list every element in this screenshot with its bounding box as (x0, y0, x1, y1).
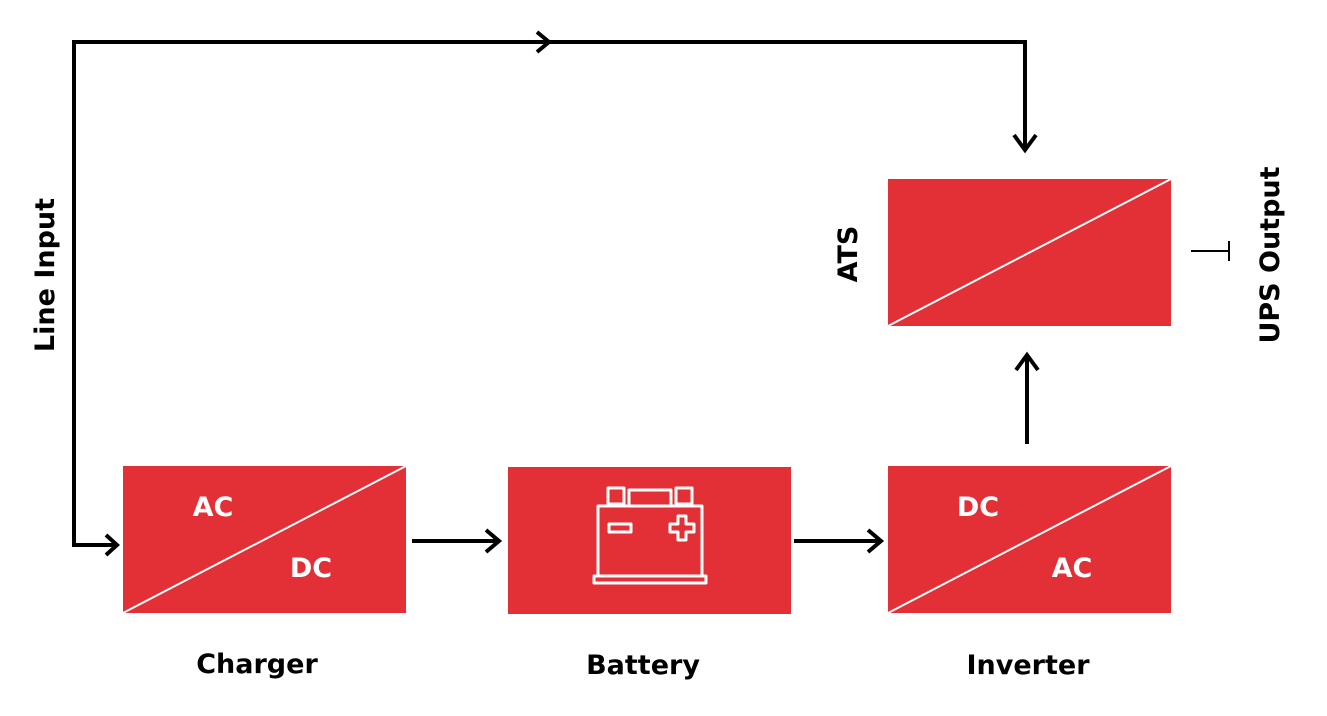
charger-top-text: AC (193, 492, 234, 523)
battery-block (508, 467, 791, 614)
battery-label: Battery (586, 650, 700, 681)
line-input-arrow (104, 533, 120, 557)
bypass-arrow-right (535, 30, 553, 54)
battery-icon (592, 486, 708, 585)
charger-bottom-text: DC (290, 553, 332, 584)
inverter-bottom-text: AC (1052, 553, 1093, 584)
charger-divider (122, 465, 407, 614)
ats-divider (887, 178, 1172, 327)
inverter-to-ats-arrow (1014, 351, 1040, 372)
ats-block (887, 178, 1172, 327)
inverter-label: Inverter (966, 650, 1090, 681)
ups-output-label: UPS Output (1255, 166, 1286, 343)
inverter-block: DC AC (887, 465, 1172, 614)
inverter-top-text: DC (957, 492, 999, 523)
line-input-label: Line Input (30, 198, 61, 352)
battery-to-inverter-arrow (866, 528, 885, 554)
ats-label: ATS (833, 226, 864, 283)
bypass-arrow-down (1012, 133, 1038, 154)
charger-block: AC DC (122, 465, 407, 614)
inverter-divider (887, 465, 1172, 614)
charger-to-battery-arrow (484, 528, 503, 554)
charger-label: Charger (196, 649, 318, 680)
